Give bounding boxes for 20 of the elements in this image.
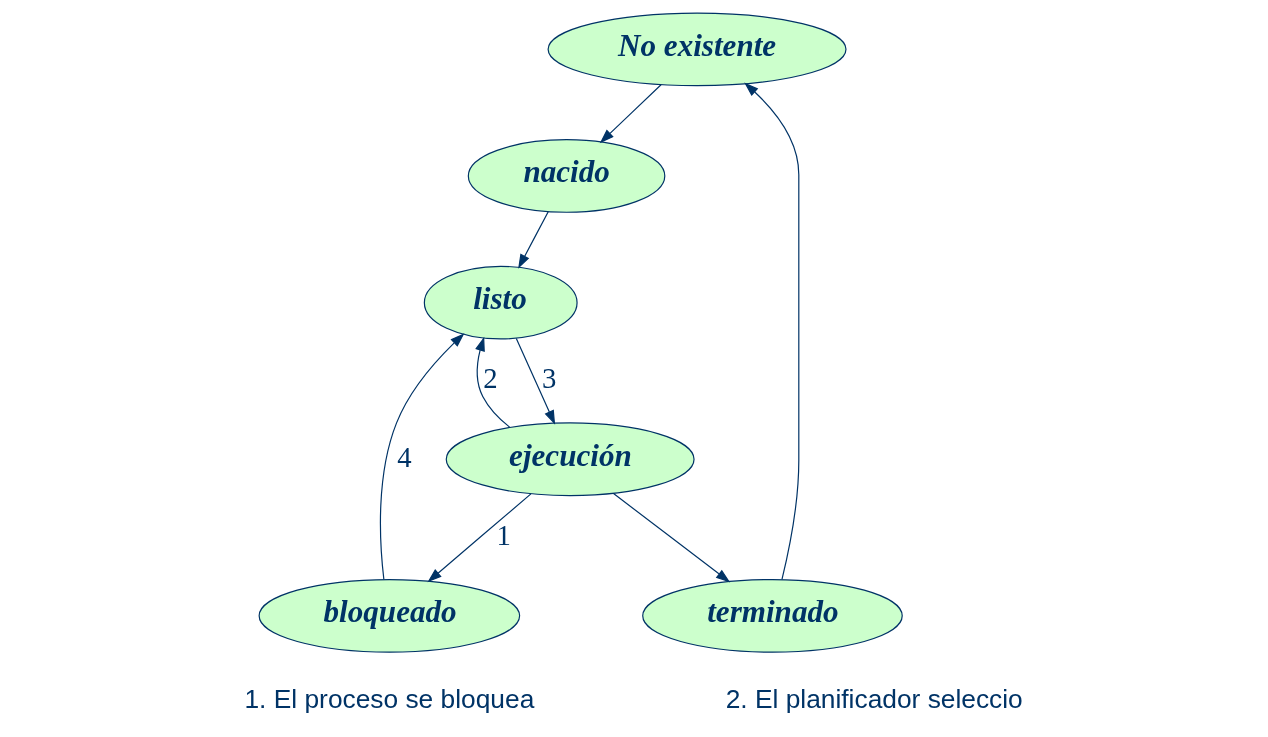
edge-label: 1 [496, 518, 511, 551]
edge-label: 3 [541, 362, 556, 395]
node-ellipse: bloqueado [258, 578, 520, 653]
node-ellipse: ejecución [445, 422, 695, 497]
node-ellipse: nacido [467, 139, 665, 213]
arrow [517, 211, 549, 269]
arrow [515, 337, 555, 425]
edge-label: 2 [482, 362, 498, 395]
label: 1. El proceso se bloquea [243, 684, 534, 715]
edge-label: 4 [396, 440, 412, 473]
node-ellipse: No existente [547, 12, 847, 87]
arrow [743, 82, 799, 581]
arrow [599, 84, 662, 144]
arrow [612, 492, 730, 583]
arrow [379, 333, 464, 580]
node-ellipse: listo [423, 265, 578, 340]
label: 2. El planificador seleccio [725, 684, 1023, 715]
arrow [474, 336, 510, 428]
node-ellipse: terminado [641, 578, 903, 653]
arrow [426, 493, 532, 583]
